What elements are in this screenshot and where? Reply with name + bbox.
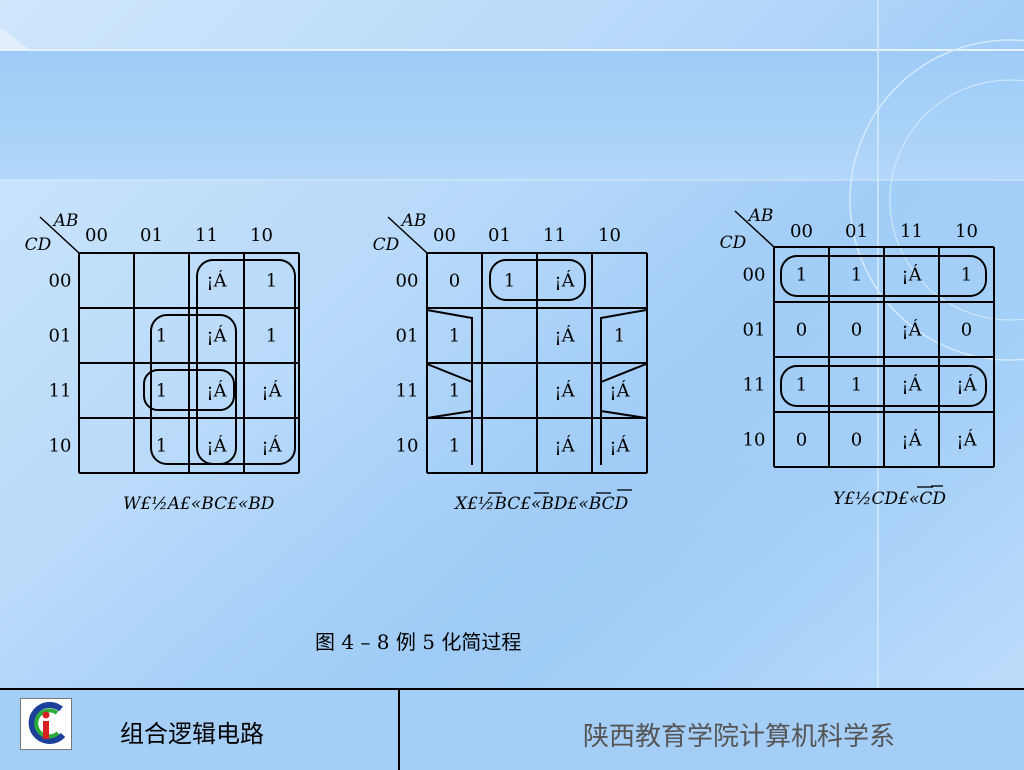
group-loop-a — [196, 259, 296, 465]
kmap-col-variable: AB — [747, 206, 774, 226]
kmap-col-variable: AB — [400, 211, 427, 231]
kmap-cell-value: ¡Á — [609, 379, 630, 402]
kmap-col-label: 11 — [900, 221, 923, 242]
kmap-col-variable: AB — [52, 211, 79, 231]
kmap-row-label: 11 — [396, 381, 419, 402]
kmap-cell-value: ¡Á — [206, 379, 227, 402]
kmap-cell-value: ¡Á — [609, 434, 630, 457]
kmap-cell-value: 1 — [449, 326, 460, 347]
kmap-cell-value: ¡Á — [554, 379, 575, 402]
kmap-cell-value: 1 — [266, 271, 277, 292]
kmap-row-variable: CD — [373, 235, 400, 255]
kmap-cell-value: ¡Á — [901, 373, 922, 396]
kmap-row-label: 00 — [396, 271, 419, 292]
kmap-col-label: 00 — [85, 225, 108, 246]
kmap-cell-value: ¡Á — [956, 373, 977, 396]
kmap-col-label: 01 — [140, 225, 163, 246]
footer-department: 陕西教育学院计算机科学系 — [583, 722, 896, 752]
kmap-cell-value: 0 — [449, 271, 460, 292]
kmap-row-label: 10 — [49, 436, 72, 457]
kmap-cell-value: 0 — [796, 320, 807, 341]
kmap-col-label: 10 — [598, 225, 621, 246]
kmap-row-label: 01 — [49, 326, 72, 347]
kmap-cell-value: 1 — [449, 436, 460, 457]
kmap-row-label: 00 — [49, 271, 72, 292]
kmap-cell-value: 1 — [449, 381, 460, 402]
kmap-cell-value: 1 — [961, 265, 972, 286]
kmap-cell-value: ¡Á — [261, 379, 282, 402]
group-loop-bd — [150, 314, 237, 465]
kmap-cell-value: 1 — [796, 265, 807, 286]
group-loop-row-00 — [780, 255, 987, 297]
kmap-col-label: 00 — [790, 221, 813, 242]
college-logo — [20, 698, 72, 750]
kmap-cell-value: ¡Á — [554, 324, 575, 347]
figure-caption: 图 4 – 8 例 5 化简过程 — [315, 630, 522, 654]
group-loop-right-lower — [600, 363, 647, 465]
kmap-cell-value: 1 — [504, 271, 515, 292]
kmap-cell-value: 0 — [851, 430, 862, 451]
kmap-cell-value: ¡Á — [901, 263, 922, 286]
kmap-cell-value: ¡Á — [554, 434, 575, 457]
logo-icon — [28, 702, 66, 744]
kmap-row-variable: CD — [25, 235, 52, 255]
kmap-cell-value: 1 — [851, 375, 862, 396]
kmap-cell-value: ¡Á — [901, 318, 922, 341]
kmap-cell-value: 1 — [156, 326, 167, 347]
title-band — [0, 50, 1024, 180]
kmap-cell-value: 0 — [961, 320, 972, 341]
kmap-cell-value: 1 — [156, 381, 167, 402]
kmap-row-variable: CD — [720, 233, 747, 253]
kmap-col-label: 10 — [250, 225, 273, 246]
kmap-cell-value: 1 — [796, 375, 807, 396]
kmap-col-label: 01 — [845, 221, 868, 242]
group-loop-left-wrap — [426, 309, 473, 419]
footer-divider — [398, 690, 400, 770]
kmap-cell-value: 1 — [156, 436, 167, 457]
kmap-row-label: 01 — [743, 320, 766, 341]
kmap-cell-value: ¡Á — [554, 269, 575, 292]
kmap-cell-value: 0 — [851, 320, 862, 341]
kmap-row-label: 10 — [396, 436, 419, 457]
kmap-col-label: 11 — [543, 225, 566, 246]
kmap-col-label: 11 — [195, 225, 218, 246]
kmap-cell-value: 0 — [796, 430, 807, 451]
group-loop-bc-bar — [489, 259, 586, 301]
kmap-cell-value: ¡Á — [956, 428, 977, 451]
kmap-cell-value: ¡Á — [261, 434, 282, 457]
kmap-row-label: 01 — [396, 326, 419, 347]
kmap-col-label: 01 — [488, 225, 511, 246]
group-loop-bc — [143, 369, 235, 411]
kmap-cell-value: ¡Á — [901, 428, 922, 451]
kmap-corner-diagonal — [734, 210, 775, 248]
kmap-row-label: 11 — [743, 375, 766, 396]
kmap-cell-value: ¡Á — [206, 269, 227, 292]
footer-course-title: 组合逻辑电路 — [120, 720, 264, 748]
group-loop-row-11 — [780, 365, 987, 407]
kmap-col-label: 00 — [433, 225, 456, 246]
kmap-expression: W£½A£«BC£«BD — [123, 494, 275, 514]
kmap-row-label: 00 — [743, 265, 766, 286]
group-loop-right-wrap — [600, 309, 647, 419]
deco-circle-outer — [849, 39, 1024, 361]
kmap-cell-value: ¡Á — [206, 434, 227, 457]
kmap-row-label: 11 — [49, 381, 72, 402]
kmap-cell-value: 1 — [266, 326, 277, 347]
deco-circle-inner — [889, 79, 1024, 321]
kmap-corner-diagonal — [39, 216, 80, 254]
group-loop-left-lower — [426, 363, 473, 465]
corner-triangle — [0, 28, 30, 50]
kmap-cell-value: 1 — [614, 326, 625, 347]
kmap-corner-diagonal — [387, 216, 428, 254]
kmap-cell-value: ¡Á — [206, 324, 227, 347]
kmap-row-label: 10 — [743, 430, 766, 451]
kmap-expression: X£½BC£«BD£«BCD — [453, 494, 629, 514]
kmap-expression: Y£½CD£«CD — [833, 489, 946, 509]
kmap-col-label: 10 — [955, 221, 978, 242]
kmap-cell-value: 1 — [851, 265, 862, 286]
footer: 组合逻辑电路 陕西教育学院计算机科学系 — [0, 688, 1024, 770]
